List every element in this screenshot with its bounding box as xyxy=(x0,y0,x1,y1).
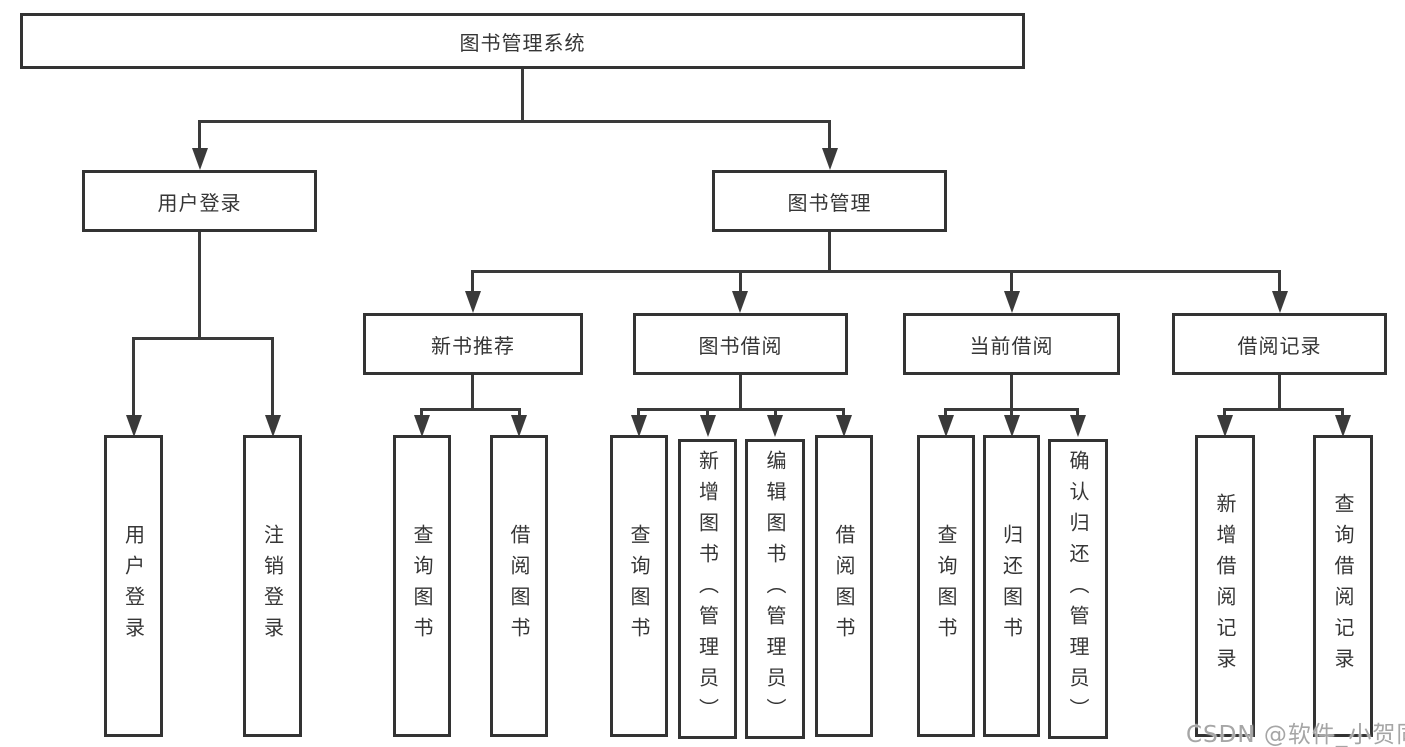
connector-drop xyxy=(1278,270,1281,295)
connector-recommend-stem xyxy=(471,375,474,408)
connector-arrowhead xyxy=(192,148,208,170)
node-borrow-books-borrowing: 借阅图书 xyxy=(815,435,873,737)
connector-drop xyxy=(637,408,640,420)
connector-root-branch xyxy=(198,120,831,123)
connector-drop xyxy=(706,408,709,420)
connector-arrowhead xyxy=(1004,415,1020,437)
connector-arrowhead xyxy=(414,415,430,437)
connector-drop xyxy=(1010,408,1013,420)
connector-drop xyxy=(842,408,845,420)
node-add-borrow-record: 新增借阅记录 xyxy=(1195,435,1255,737)
node-book-borrowing: 图书借阅 xyxy=(633,313,848,375)
connector-drop xyxy=(1076,408,1079,420)
connector-bookmgmt-stem xyxy=(828,232,831,270)
node-user-login-group: 用户登录 xyxy=(82,170,317,232)
watermark: CSDN @软件_小贺同学 xyxy=(1186,722,1405,747)
node-add-books-admin: 新增图书（管理员） xyxy=(678,439,737,739)
connector-records-branch xyxy=(1223,408,1344,411)
connector-borrowing-stem xyxy=(739,375,742,408)
connector-drop xyxy=(1341,408,1344,420)
connector-drop xyxy=(518,408,521,420)
connector-records-stem xyxy=(1278,375,1281,408)
connector-arrowhead xyxy=(465,291,481,313)
connector-drop xyxy=(132,337,135,420)
node-library-management-system: 图书管理系统 xyxy=(20,13,1025,69)
connector-drop xyxy=(271,337,274,420)
node-book-management: 图书管理 xyxy=(712,170,947,232)
connector-arrowhead xyxy=(1272,291,1288,313)
node-edit-books-admin: 编辑图书（管理员） xyxy=(745,439,805,739)
connector-arrowhead xyxy=(732,291,748,313)
connector-bookmgmt-branch xyxy=(471,270,1281,273)
connector-arrowhead xyxy=(938,415,954,437)
connector-drop-user-login xyxy=(198,120,201,150)
node-borrow-books-recommend: 借阅图书 xyxy=(490,435,548,737)
node-query-borrow-record: 查询借阅记录 xyxy=(1313,435,1373,737)
connector-arrowhead xyxy=(1217,415,1233,437)
connector-arrowhead xyxy=(836,415,852,437)
connector-drop xyxy=(739,270,742,295)
node-new-book-recommendation: 新书推荐 xyxy=(363,313,583,375)
connector-drop xyxy=(944,408,947,420)
node-query-books-borrowing: 查询图书 xyxy=(610,435,668,737)
connector-userlogin-branch xyxy=(132,337,274,340)
connector-drop xyxy=(1223,408,1226,420)
connector-arrowhead xyxy=(1335,415,1351,437)
connector-userlogin-stem xyxy=(198,232,201,337)
connector-arrowhead xyxy=(1070,415,1086,437)
connector-arrowhead xyxy=(631,415,647,437)
connector-current-stem xyxy=(1010,375,1013,408)
connector-drop xyxy=(774,408,777,420)
connector-arrowhead xyxy=(126,415,142,437)
connector-drop-book-management xyxy=(828,120,831,150)
connector-arrowhead xyxy=(767,415,783,437)
node-confirm-return-admin: 确认归还（管理员） xyxy=(1048,439,1108,739)
connector-drop xyxy=(1010,270,1013,295)
node-current-borrowing: 当前借阅 xyxy=(903,313,1120,375)
node-borrowing-records: 借阅记录 xyxy=(1172,313,1387,375)
connector-drop xyxy=(420,408,423,420)
node-user-login: 用户登录 xyxy=(104,435,163,737)
connector-arrowhead xyxy=(822,148,838,170)
connector-drop xyxy=(471,270,474,295)
node-return-books: 归还图书 xyxy=(983,435,1040,737)
connector-recommend-branch xyxy=(420,408,520,411)
node-query-books-recommend: 查询图书 xyxy=(393,435,451,737)
connector-arrowhead xyxy=(700,415,716,437)
connector-arrowhead xyxy=(511,415,527,437)
node-query-books-current: 查询图书 xyxy=(917,435,975,737)
connector-arrowhead xyxy=(1004,291,1020,313)
connector-borrowing-branch xyxy=(637,408,845,411)
connector-arrowhead xyxy=(265,415,281,437)
connector-root-stem xyxy=(521,69,524,120)
node-logout: 注销登录 xyxy=(243,435,302,737)
